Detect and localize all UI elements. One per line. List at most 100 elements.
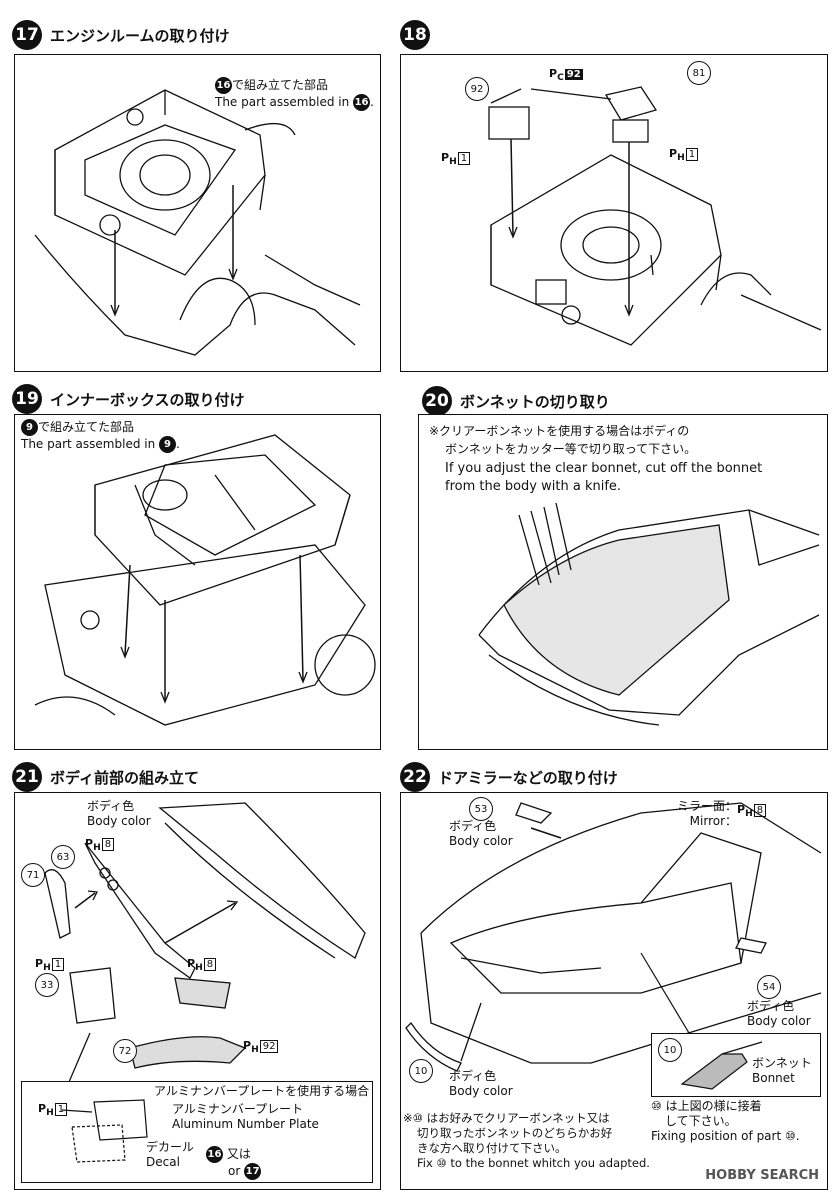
step-title: インナーボックスの取り付け <box>50 390 245 409</box>
ref-number-2: 16 <box>353 94 371 111</box>
step-20-heading: 20 ボンネットの切り取り <box>422 386 610 416</box>
body-color-en: Body color <box>87 814 151 828</box>
step-17-heading: 17 エンジンルームの取り付け <box>12 20 230 50</box>
part-92: 92 <box>465 77 489 101</box>
step-number: 19 <box>12 384 42 414</box>
step-number: 22 <box>400 762 430 792</box>
step-number: 20 <box>422 386 452 416</box>
step-title: ボンネットの切り取り <box>460 392 610 411</box>
part-33: 33 <box>35 973 59 997</box>
step-number: 17 <box>12 20 42 50</box>
decal-options: 16 又は or 17 <box>206 1146 262 1180</box>
ref-number-2: 9 <box>159 436 177 453</box>
ref-number: 16 <box>215 77 232 94</box>
part-54: 54 <box>757 975 781 999</box>
body-color-en: Body color <box>449 834 513 848</box>
fix-2: して下さい。 <box>665 1114 737 1128</box>
body-color-jp: ボディ色 <box>747 999 795 1013</box>
note-3: きな方へ取り付けて下さい。 <box>417 1141 567 1155</box>
note-4: Fix ⑩ to the bonnet whitch you adapted. <box>417 1156 650 1170</box>
body-color-en: Body color <box>449 1084 513 1098</box>
mirror-surface-label: ミラー面：Mirror： <box>677 799 737 829</box>
body-color-en: Body color <box>747 1014 811 1028</box>
part-10-detail: 10 <box>658 1038 682 1062</box>
part-10: 10 <box>409 1059 433 1083</box>
bonnet-jp: ボンネット <box>752 1056 812 1070</box>
note-jp-1: ※クリアーボンネットを使用する場合はボディの <box>429 424 690 438</box>
part-71: 71 <box>21 863 45 887</box>
step-title: ボディ前部の組み立て <box>50 768 199 787</box>
fix-1: ⑩ は上図の様に接着 <box>651 1099 762 1113</box>
body-color-jp: ボディ色 <box>87 799 135 813</box>
body-color-jp: ボディ色 <box>449 1069 497 1083</box>
front-body-illustration <box>44 802 366 1104</box>
part-63: 63 <box>51 845 75 869</box>
bonnet-section-illustration <box>680 1041 763 1090</box>
fix-3: Fixing position of part ⑩. <box>651 1129 800 1143</box>
mirror-en: Mirror： <box>689 814 738 828</box>
ref-number: 9 <box>21 419 38 436</box>
engine-room-illustration <box>34 89 361 356</box>
note-en-2: from the body with a knife. <box>445 479 622 494</box>
or-jp: 又は <box>226 1147 251 1161</box>
mirror-jp: ミラー面： <box>677 799 738 813</box>
step-19-heading: 19 インナーボックスの取り付け <box>12 384 245 414</box>
step-title: ドアミラーなどの取り付け <box>438 768 618 787</box>
bonnet-en: Bonnet <box>752 1071 795 1085</box>
plate-illustration <box>61 1099 148 1163</box>
or-en: or <box>228 1164 241 1178</box>
step-number: 21 <box>12 762 42 792</box>
decal-en: Decal <box>146 1155 180 1169</box>
note-jp: で組み立てた部品 <box>38 420 135 434</box>
plate-en: Aluminum Number Plate <box>172 1117 319 1131</box>
watermark: HOBBY SEARCH <box>705 1168 819 1183</box>
bonnet-cut-illustration <box>478 502 820 726</box>
part-72: 72 <box>113 1039 137 1063</box>
decal-jp: デカール <box>146 1140 195 1154</box>
fixing-position-note: ⑩ は上図の様に接着 して下さい。 Fixing position of par… <box>651 1099 800 1144</box>
note-2: 切り取ったボンネットのどちらかお好 <box>417 1126 613 1140</box>
step-20-panel: ※クリアーボンネットを使用する場合はボディの ボンネットをカッター等で切り取って… <box>418 414 828 750</box>
inner-box-illustration <box>34 434 376 726</box>
note-en-1: If you adjust the clear bonnet, cut off … <box>445 461 763 476</box>
note-jp: で組み立てた部品 <box>232 78 329 92</box>
decal-number-2: 17 <box>244 1163 262 1180</box>
note-en: The part assembled in <box>215 95 350 109</box>
part-81: 81 <box>687 61 711 85</box>
note-en: The part assembled in <box>21 437 156 451</box>
bonnet-choice-note: ※⑩ はお好みでクリアーボンネット又は 切り取ったボンネットのどちらかお好 きな… <box>403 1111 650 1171</box>
note-jp-2: ボンネットをカッター等で切り取って下さい。 <box>445 442 697 456</box>
plate-jp: アルミナンバープレート <box>172 1102 304 1116</box>
decal-number-1: 16 <box>206 1146 223 1163</box>
door-mirror-illustration <box>405 802 822 1072</box>
step-18-heading: 18 <box>400 20 430 50</box>
body-color-jp: ボディ色 <box>449 819 497 833</box>
step-title: エンジンルームの取り付け <box>50 26 230 45</box>
engine-parts-illustration <box>488 86 822 346</box>
